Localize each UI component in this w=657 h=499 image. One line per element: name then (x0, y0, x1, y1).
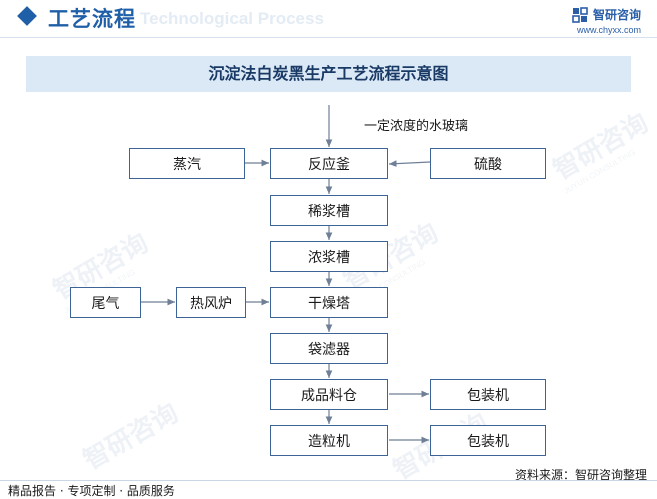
node-drying-tower: 干燥塔 (270, 287, 388, 318)
node-reactor: 反应釜 (270, 148, 388, 179)
node-granulator: 造粒机 (270, 425, 388, 456)
section-title: 工艺流程 (48, 7, 136, 31)
node-steam: 蒸汽 (129, 148, 245, 179)
node-thick-slurry-tank: 浓浆槽 (270, 241, 388, 272)
footer-divider (0, 480, 657, 481)
brand-url: www.chyxx.com (576, 25, 641, 35)
brand-name: 智研咨询 (592, 8, 641, 22)
page-footer: 资料来源：智研咨询整理 精品报告 · 专项定制 · 品质服务 (0, 468, 657, 499)
node-tail-gas: 尾气 (70, 287, 141, 318)
node-product-silo: 成品料仓 (270, 379, 388, 410)
arrow-acid-to-reactor (388, 160, 431, 167)
footer-slogan: 精品报告 · 专项定制 · 品质服务 (8, 484, 175, 498)
node-dilute-slurry-tank: 稀浆槽 (270, 195, 388, 226)
diagram-title: 沉淀法白炭黑生产工艺流程示意图 (208, 64, 449, 83)
node-hot-air-furnace: 热风炉 (176, 287, 246, 318)
source-note: 资料来源：智研咨询整理 (514, 468, 647, 482)
brand-logo-icon (572, 6, 588, 23)
node-bag-filter: 袋滤器 (270, 333, 388, 364)
diagram-title-band: 沉淀法白炭黑生产工艺流程示意图 (26, 56, 631, 92)
node-packaging-machine-2: 包装机 (430, 425, 546, 456)
section-title-watermark: Technological Process (140, 9, 324, 28)
node-sulfuric-acid: 硫酸 (430, 148, 546, 179)
node-packaging-machine-1: 包装机 (430, 379, 546, 410)
header-divider (0, 37, 657, 38)
input-annotation: 一定浓度的水玻璃 (364, 119, 469, 134)
brand-block: 智研咨询 www.chyxx.com (572, 6, 641, 35)
page-header: 工艺流程 Technological Process 智研咨询 www.chyx… (0, 0, 657, 36)
